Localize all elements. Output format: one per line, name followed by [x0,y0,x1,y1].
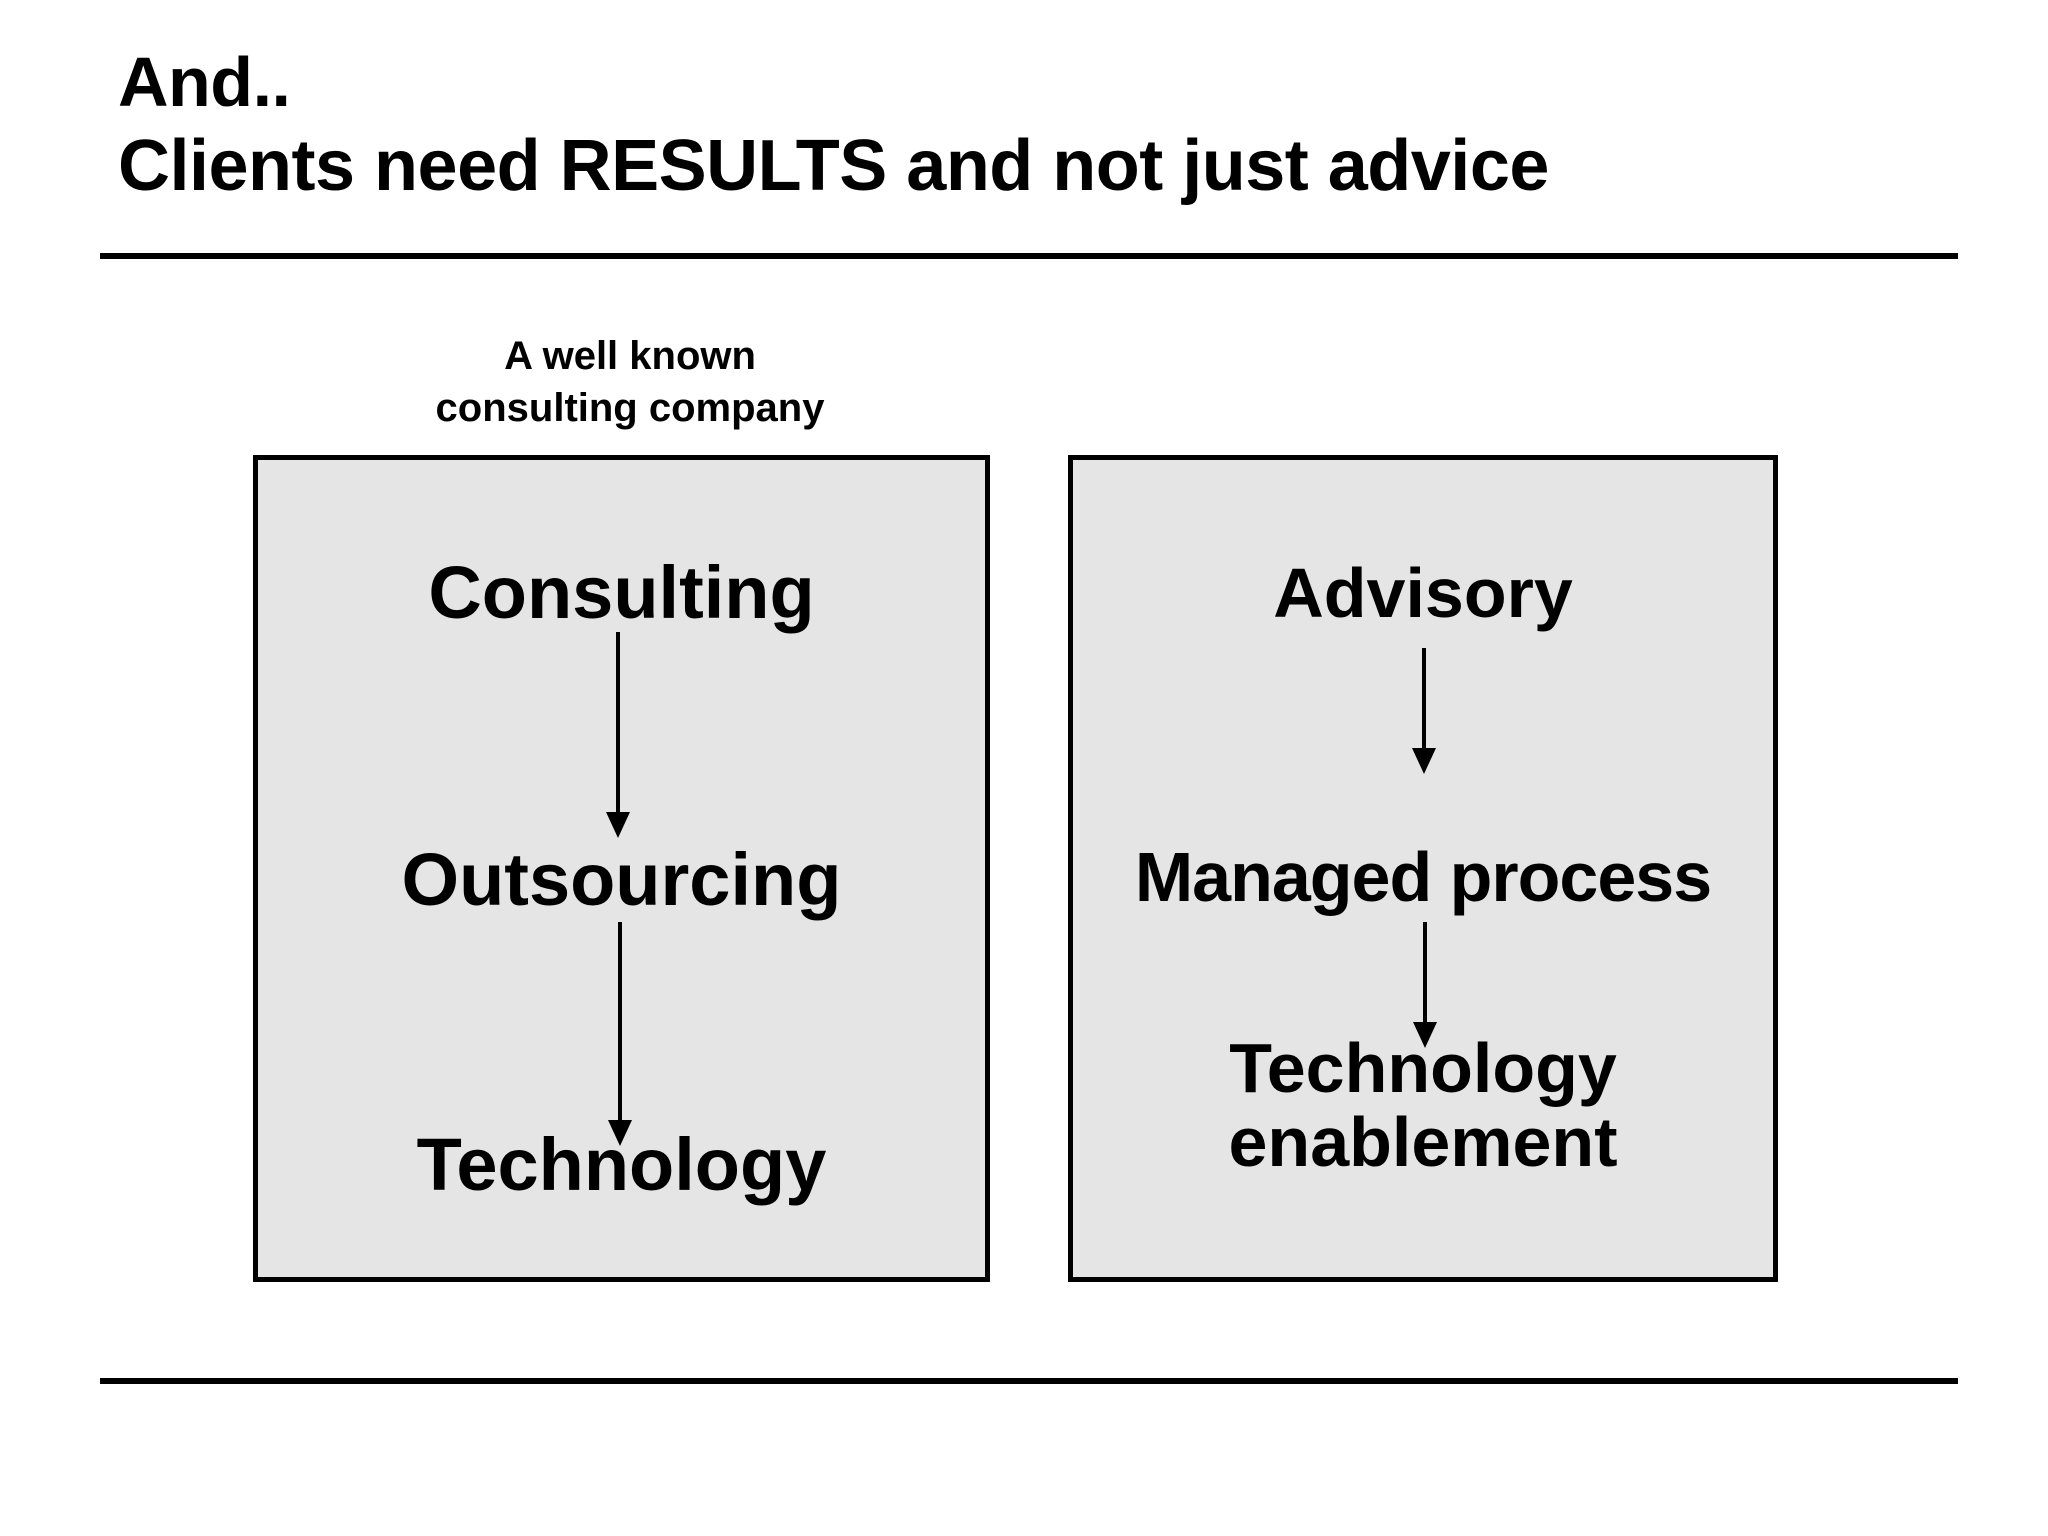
right-item-technology-enablement-line-1: Technology [1229,1029,1617,1107]
right-item-advisory: Advisory [1273,554,1573,632]
panel-right: Advisory Managed process Technology enab… [1068,455,1778,1282]
slide-title: And.. Clients need RESULTS and not just … [118,40,1938,208]
title-line-2: Clients need RESULTS and not just advice [118,126,1549,206]
title-divider-rule [100,253,1958,259]
arrow-down-icon [1407,648,1441,776]
arrow-down-icon [601,632,635,840]
arrow-down-icon [1408,922,1442,1050]
caption-line-2: consulting company [435,386,825,430]
left-item-outsourcing: Outsourcing [401,838,842,921]
title-line-1: And.. [118,43,291,121]
panel-left: Consulting Outsourcing Technology [253,455,990,1282]
footer-divider-rule [100,1378,1958,1384]
left-item-technology: Technology [416,1123,827,1206]
left-item-consulting: Consulting [428,551,815,634]
arrow-down-icon [603,922,637,1148]
caption-line-1: A well known [504,334,756,378]
left-panel-caption: A well known consulting company [330,330,930,434]
right-item-technology-enablement: Technology enablement [1073,1029,1773,1181]
right-item-technology-enablement-line-2: enablement [1228,1102,1618,1181]
right-item-managed-process: Managed process [1134,838,1712,916]
